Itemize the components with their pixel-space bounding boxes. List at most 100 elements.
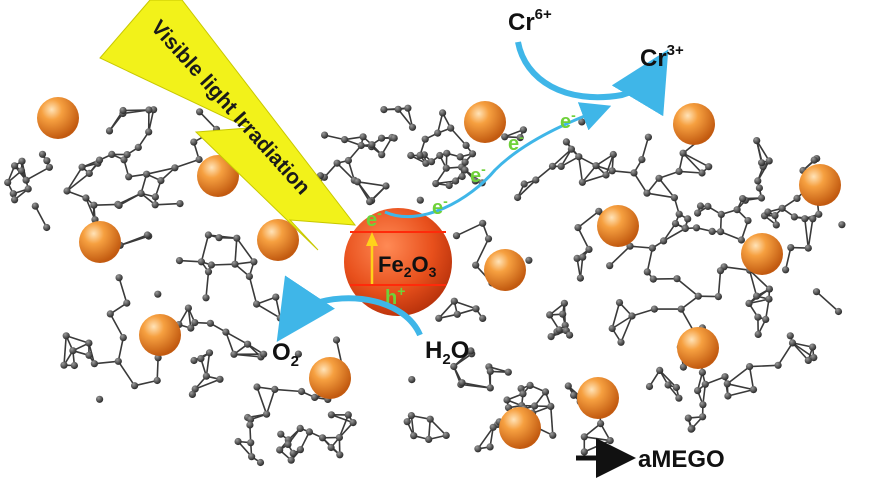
carbon-atom (298, 387, 306, 396)
carbon-atom (246, 421, 254, 429)
electron-marker: e- (560, 107, 576, 133)
carbon-bond (577, 210, 600, 229)
carbon-bond (123, 109, 149, 112)
carbon-atom (694, 387, 702, 395)
carbon-atom (708, 227, 716, 235)
carbon-atom (11, 162, 19, 170)
carbon-atom (43, 223, 51, 232)
carbon-atom (108, 150, 116, 158)
carbon-bond (338, 414, 350, 438)
carbon-bond (134, 379, 158, 387)
carbon-atom (520, 180, 528, 188)
carbon-atom (115, 201, 123, 209)
carbon-bond (477, 426, 494, 450)
carbon-bond (438, 300, 455, 319)
carbon-bond (66, 166, 83, 192)
carbon-bond (517, 179, 537, 199)
carbon-atom (754, 313, 762, 321)
carbon-atom (253, 383, 261, 391)
carbon-atom (222, 328, 230, 336)
carbon-atom (679, 363, 688, 371)
carbon-bond (93, 203, 118, 206)
carbon-bond (815, 291, 840, 313)
fe2o3-label: Fe2O3 (378, 252, 437, 280)
carbon-atom (357, 141, 365, 150)
carbon-atom (353, 178, 362, 186)
electron-marker: e- (432, 193, 448, 219)
carbon-bond (461, 381, 491, 389)
carbon-atom (672, 383, 681, 392)
carbon-atom (344, 156, 352, 165)
carbon-atom (793, 194, 801, 202)
carbon-atom (157, 177, 165, 185)
carbon-bond (646, 247, 654, 273)
carbon-atom (675, 394, 683, 402)
carbon-atom (284, 440, 292, 448)
carbon-atom (514, 193, 522, 202)
carbon-atom (145, 106, 153, 114)
carbon-atom (479, 219, 487, 227)
carbon-atom (532, 176, 540, 184)
carbon-bond (25, 166, 50, 181)
carbon-atom (456, 153, 464, 161)
carbon-atom (336, 451, 344, 459)
carbon-atom (154, 354, 162, 362)
carbon-atom (546, 311, 554, 319)
carbon-atom (69, 347, 77, 355)
carbon-bond (34, 205, 48, 228)
carbon-atom (664, 381, 672, 389)
carbon-bond (682, 152, 710, 168)
carbon-atom (557, 162, 565, 170)
carbon-atom (576, 274, 585, 282)
carbon-atom (250, 258, 258, 266)
carbon-bond (200, 234, 210, 263)
carbon-atom (673, 275, 681, 283)
carbon-atom (442, 431, 450, 439)
carbon-atom (656, 366, 664, 374)
carbon-atom (547, 402, 555, 410)
carbon-atom (410, 432, 418, 440)
carbon-atom (154, 290, 162, 298)
carbon-atom (105, 127, 114, 135)
carbon-atom (119, 106, 127, 115)
carbon-atom (746, 363, 754, 371)
carbon-atom (575, 153, 583, 161)
carbon-atom (151, 201, 159, 209)
carbon-atom (592, 162, 600, 170)
carbon-atom (234, 437, 242, 446)
carbon-atom (648, 244, 657, 252)
carbon-atom (432, 180, 440, 188)
carbon-atom (202, 372, 210, 380)
carbon-atom (434, 129, 442, 137)
carbon-atom (296, 424, 304, 432)
carbon-atom (197, 355, 205, 363)
carbon-atom (184, 304, 192, 312)
carbon-atom (422, 159, 430, 167)
carbon-atom (721, 373, 729, 381)
carbon-atom (608, 167, 616, 175)
carbon-bond (633, 172, 648, 194)
carbon-atom (445, 181, 453, 190)
fe-nanoparticle (577, 377, 619, 419)
carbon-bond (357, 181, 387, 187)
carbon-atom (467, 347, 475, 355)
carbon-atom (679, 149, 687, 157)
carbon-atom (696, 202, 705, 210)
carbon-atom (609, 150, 617, 159)
carbon-atom (447, 124, 455, 132)
carbon-atom (810, 354, 818, 362)
carbon-atom (244, 340, 252, 348)
carbon-atom (341, 136, 349, 144)
carbon-atom (196, 108, 204, 116)
fe-nanoparticle (799, 164, 841, 206)
carbon-bond (631, 308, 655, 317)
carbon-atom (644, 133, 653, 141)
carbon-atom (723, 380, 731, 388)
carbon-atom (442, 164, 450, 172)
fe-nanoparticle (464, 101, 506, 143)
fe-nanoparticle (597, 205, 639, 247)
carbon-bond (583, 439, 611, 453)
carbon-atom (85, 169, 93, 177)
carbon-bond (749, 364, 779, 368)
carbon-atom (276, 446, 284, 454)
